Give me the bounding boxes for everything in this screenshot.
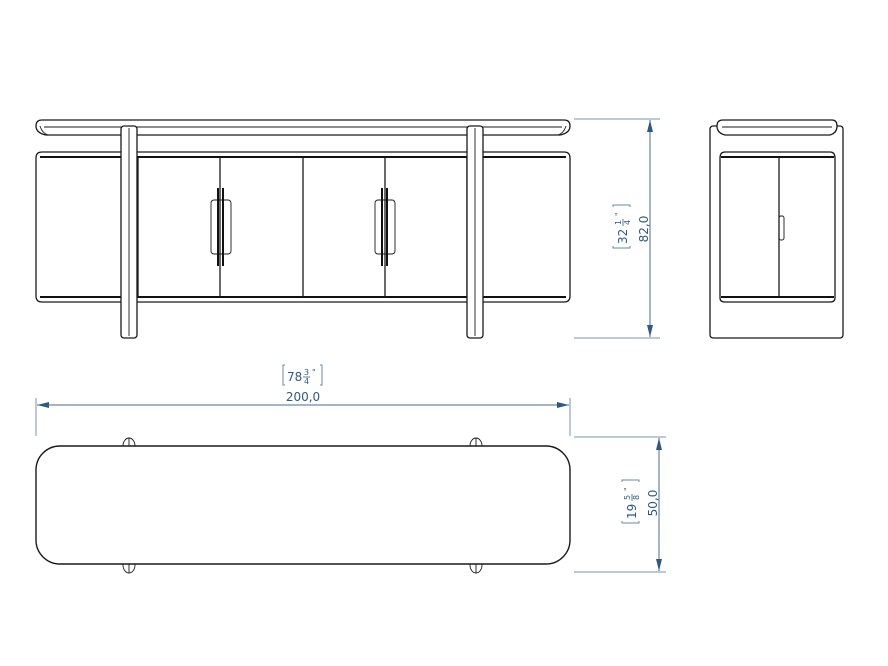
height-imperial-whole: 32 — [616, 229, 630, 244]
height-unit-mark: " — [614, 212, 623, 216]
top-view — [35, 437, 571, 574]
door-handle-icon — [210, 188, 232, 266]
width-metric-label: 200,0 — [286, 390, 320, 404]
depth-imperial-num: 5 — [623, 495, 632, 500]
side-handle-icon — [778, 215, 785, 241]
depth-unit-mark: " — [623, 487, 632, 491]
width-imperial-den: 4 — [304, 377, 309, 386]
front-cabinet-body — [35, 151, 571, 303]
depth-imperial-whole: 19 — [625, 504, 639, 519]
height-imperial-den: 4 — [623, 220, 632, 225]
door-handle-icon — [374, 188, 396, 266]
front-leg-left — [120, 125, 138, 339]
side-view — [709, 119, 844, 339]
height-dimension: 82,0 32 1 4 " — [574, 118, 660, 339]
width-unit-mark: " — [312, 368, 316, 377]
depth-dimension: 50,0 19 5 8 " — [574, 436, 666, 573]
front-top-slab — [35, 119, 571, 136]
front-leg-right — [466, 125, 484, 339]
width-imperial-whole: 78 — [287, 370, 302, 384]
height-imperial-num: 1 — [614, 220, 623, 225]
height-metric-label: 82,0 — [637, 216, 651, 243]
top-surface — [35, 445, 571, 565]
width-dimension: 200,0 78 3 4 " — [35, 364, 571, 436]
depth-metric-label: 50,0 — [646, 490, 660, 517]
width-imperial-num: 3 — [304, 368, 309, 377]
front-view — [35, 119, 571, 339]
depth-imperial-den: 8 — [632, 495, 641, 500]
